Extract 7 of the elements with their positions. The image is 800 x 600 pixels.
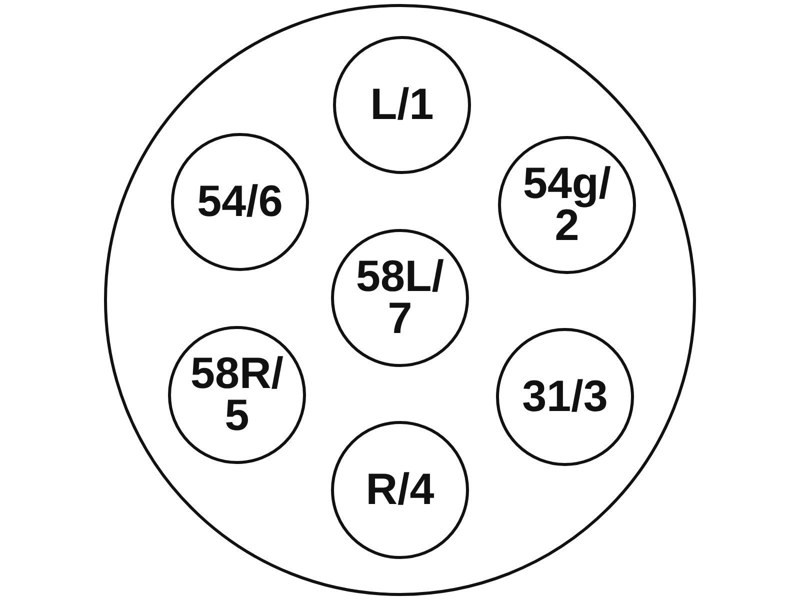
pin-label: 58L/ 7 (354, 256, 446, 340)
pin-label: 54g/ 2 (522, 163, 612, 247)
pin-label: R/4 (366, 469, 434, 511)
pin-label: L/1 (370, 84, 434, 126)
pin-label: 58R/ 5 (190, 353, 284, 437)
pin-label: 54/6 (197, 181, 283, 223)
pin-label: 31/3 (522, 376, 608, 418)
